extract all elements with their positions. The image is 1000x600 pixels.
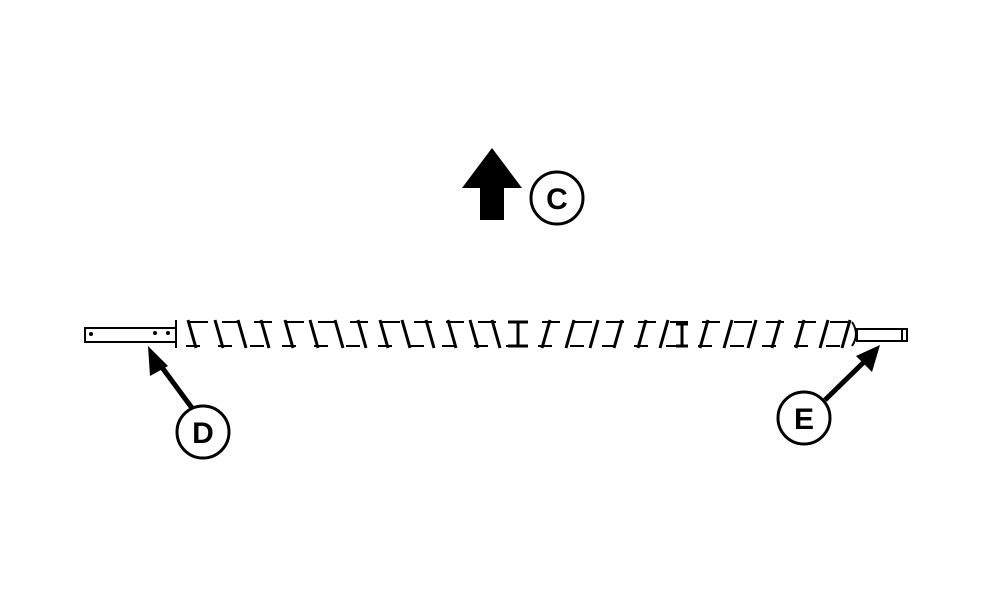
callout-e-label: E	[794, 403, 814, 436]
callout-c-label: C	[546, 183, 568, 216]
callout-d-label: D	[192, 417, 214, 450]
callout-d-arrow	[148, 346, 195, 410]
up-arrow-icon	[462, 148, 522, 220]
right-shaft-end	[856, 328, 908, 342]
callout-d: D	[175, 404, 231, 460]
callout-e-arrow	[823, 345, 880, 402]
left-shaft-end	[84, 327, 179, 343]
callout-e: E	[776, 390, 832, 446]
callout-c: C	[529, 170, 585, 226]
auger-flighting	[175, 319, 858, 349]
